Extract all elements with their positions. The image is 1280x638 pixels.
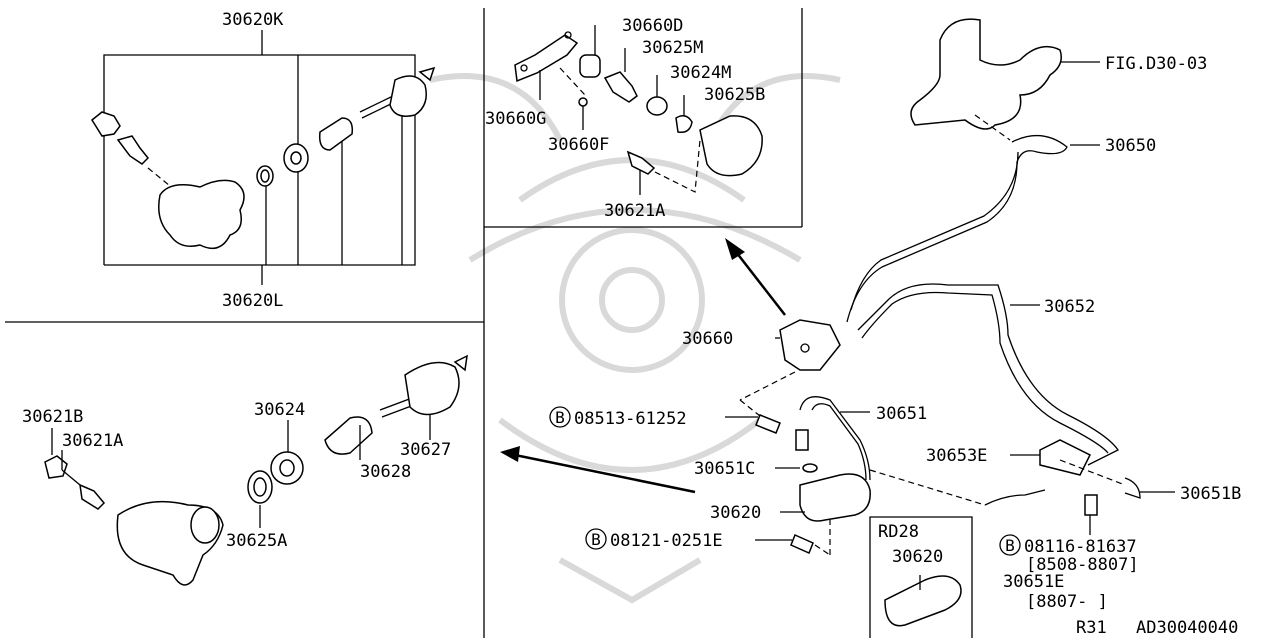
reference-r31: R31: [1076, 618, 1107, 638]
label-30621a-top: 30621A: [604, 201, 665, 221]
panel-slave-cylinder-exploded: [44, 354, 468, 586]
label-30660: 30660: [682, 329, 733, 349]
label-08116: 08116-81637: [1024, 537, 1137, 557]
label-30620: 30620: [710, 503, 761, 523]
panel-dividers: [5, 8, 973, 638]
label-30660g: 30660G: [485, 109, 546, 129]
label-rd28-30620: 30620: [892, 547, 943, 567]
svg-text:B: B: [555, 408, 565, 427]
svg-text:B: B: [1005, 536, 1015, 555]
label-30650: 30650: [1105, 136, 1156, 156]
label-30627: 30627: [400, 440, 451, 460]
label-08121: 08121-0251E: [610, 531, 723, 551]
label-30624: 30624: [254, 400, 305, 420]
label-range-8508-8807: [8508-8807]: [1026, 555, 1139, 575]
label-range-8807: [8807- ]: [1026, 592, 1108, 612]
pointer-arrows: [500, 238, 786, 494]
label-30620l: 30620L: [222, 291, 283, 311]
label-30621a-left: 30621A: [62, 431, 123, 451]
label-30625b: 30625B: [704, 85, 765, 105]
label-30625m: 30625M: [642, 38, 703, 58]
bolt-marker-08121: B: [585, 528, 607, 550]
label-30653e: 30653E: [926, 446, 987, 466]
bolt-marker-08116: B: [999, 534, 1021, 556]
label-30660f: 30660F: [548, 135, 609, 155]
label-30624m: 30624M: [670, 63, 731, 83]
label-30620k: 30620K: [222, 10, 284, 30]
label-30628: 30628: [360, 462, 411, 482]
panel-main-layout: [725, 18, 1175, 627]
panel-30620k-kit: [91, 30, 436, 285]
label-30660d: 30660D: [622, 16, 683, 36]
bolt-marker-08513: B: [549, 406, 571, 428]
panel-seal-parts: [514, 25, 763, 195]
label-30651e: 30651E: [1003, 572, 1064, 592]
label-08513: 08513-61252: [574, 409, 687, 429]
part-labels: 30620K 30620L 30660D 30625M 30624M 30625…: [22, 10, 1241, 638]
label-30651c: 30651C: [694, 459, 755, 479]
svg-text:B: B: [591, 530, 601, 549]
label-fig-d30-03: FIG.D30-03: [1105, 54, 1207, 74]
label-30652: 30652: [1044, 297, 1095, 317]
label-30651b: 30651B: [1180, 484, 1241, 504]
label-30621b: 30621B: [22, 407, 83, 427]
label-rd28: RD28: [878, 522, 919, 542]
label-30651: 30651: [876, 404, 927, 424]
reference-code: AD30040040: [1136, 618, 1238, 638]
label-30625a: 30625A: [226, 531, 287, 551]
